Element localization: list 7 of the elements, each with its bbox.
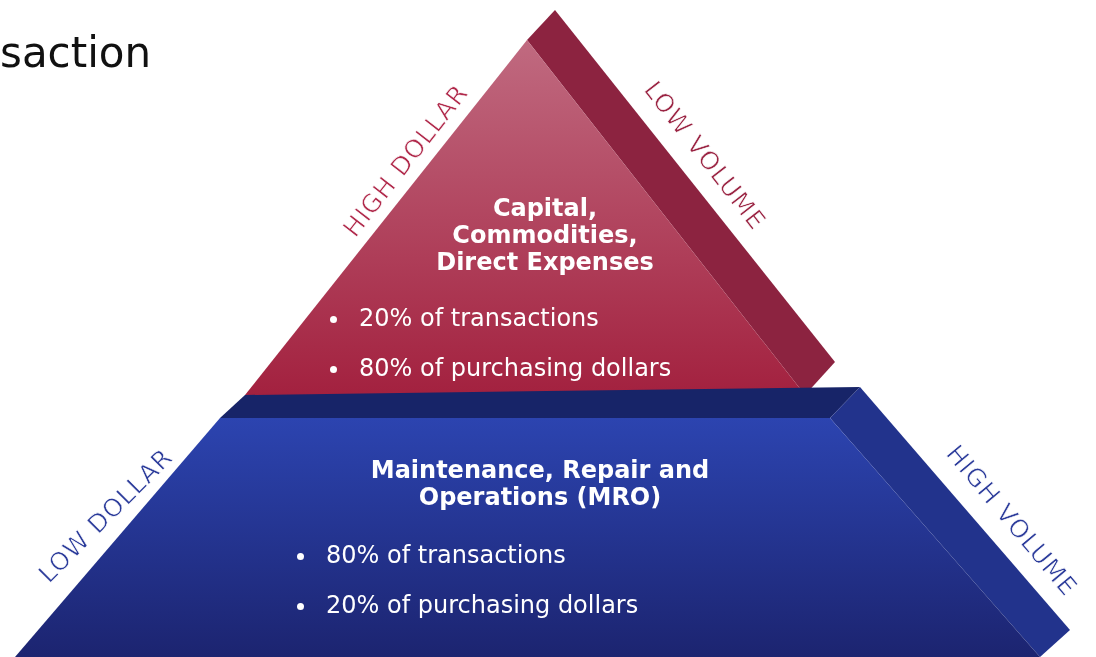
heading-text: Maintenance, Repair and Operations (MRO) xyxy=(369,457,711,511)
bullet-text: 20% of transactions xyxy=(359,304,599,332)
heading-text: Capital, Commodities, Direct Expenses xyxy=(435,195,655,276)
bullet-text: 80% of purchasing dollars xyxy=(359,354,672,382)
bullet-text: 20% of purchasing dollars xyxy=(326,591,639,619)
title-text: saction xyxy=(0,28,152,77)
bullet-text: 80% of transactions xyxy=(326,541,566,569)
